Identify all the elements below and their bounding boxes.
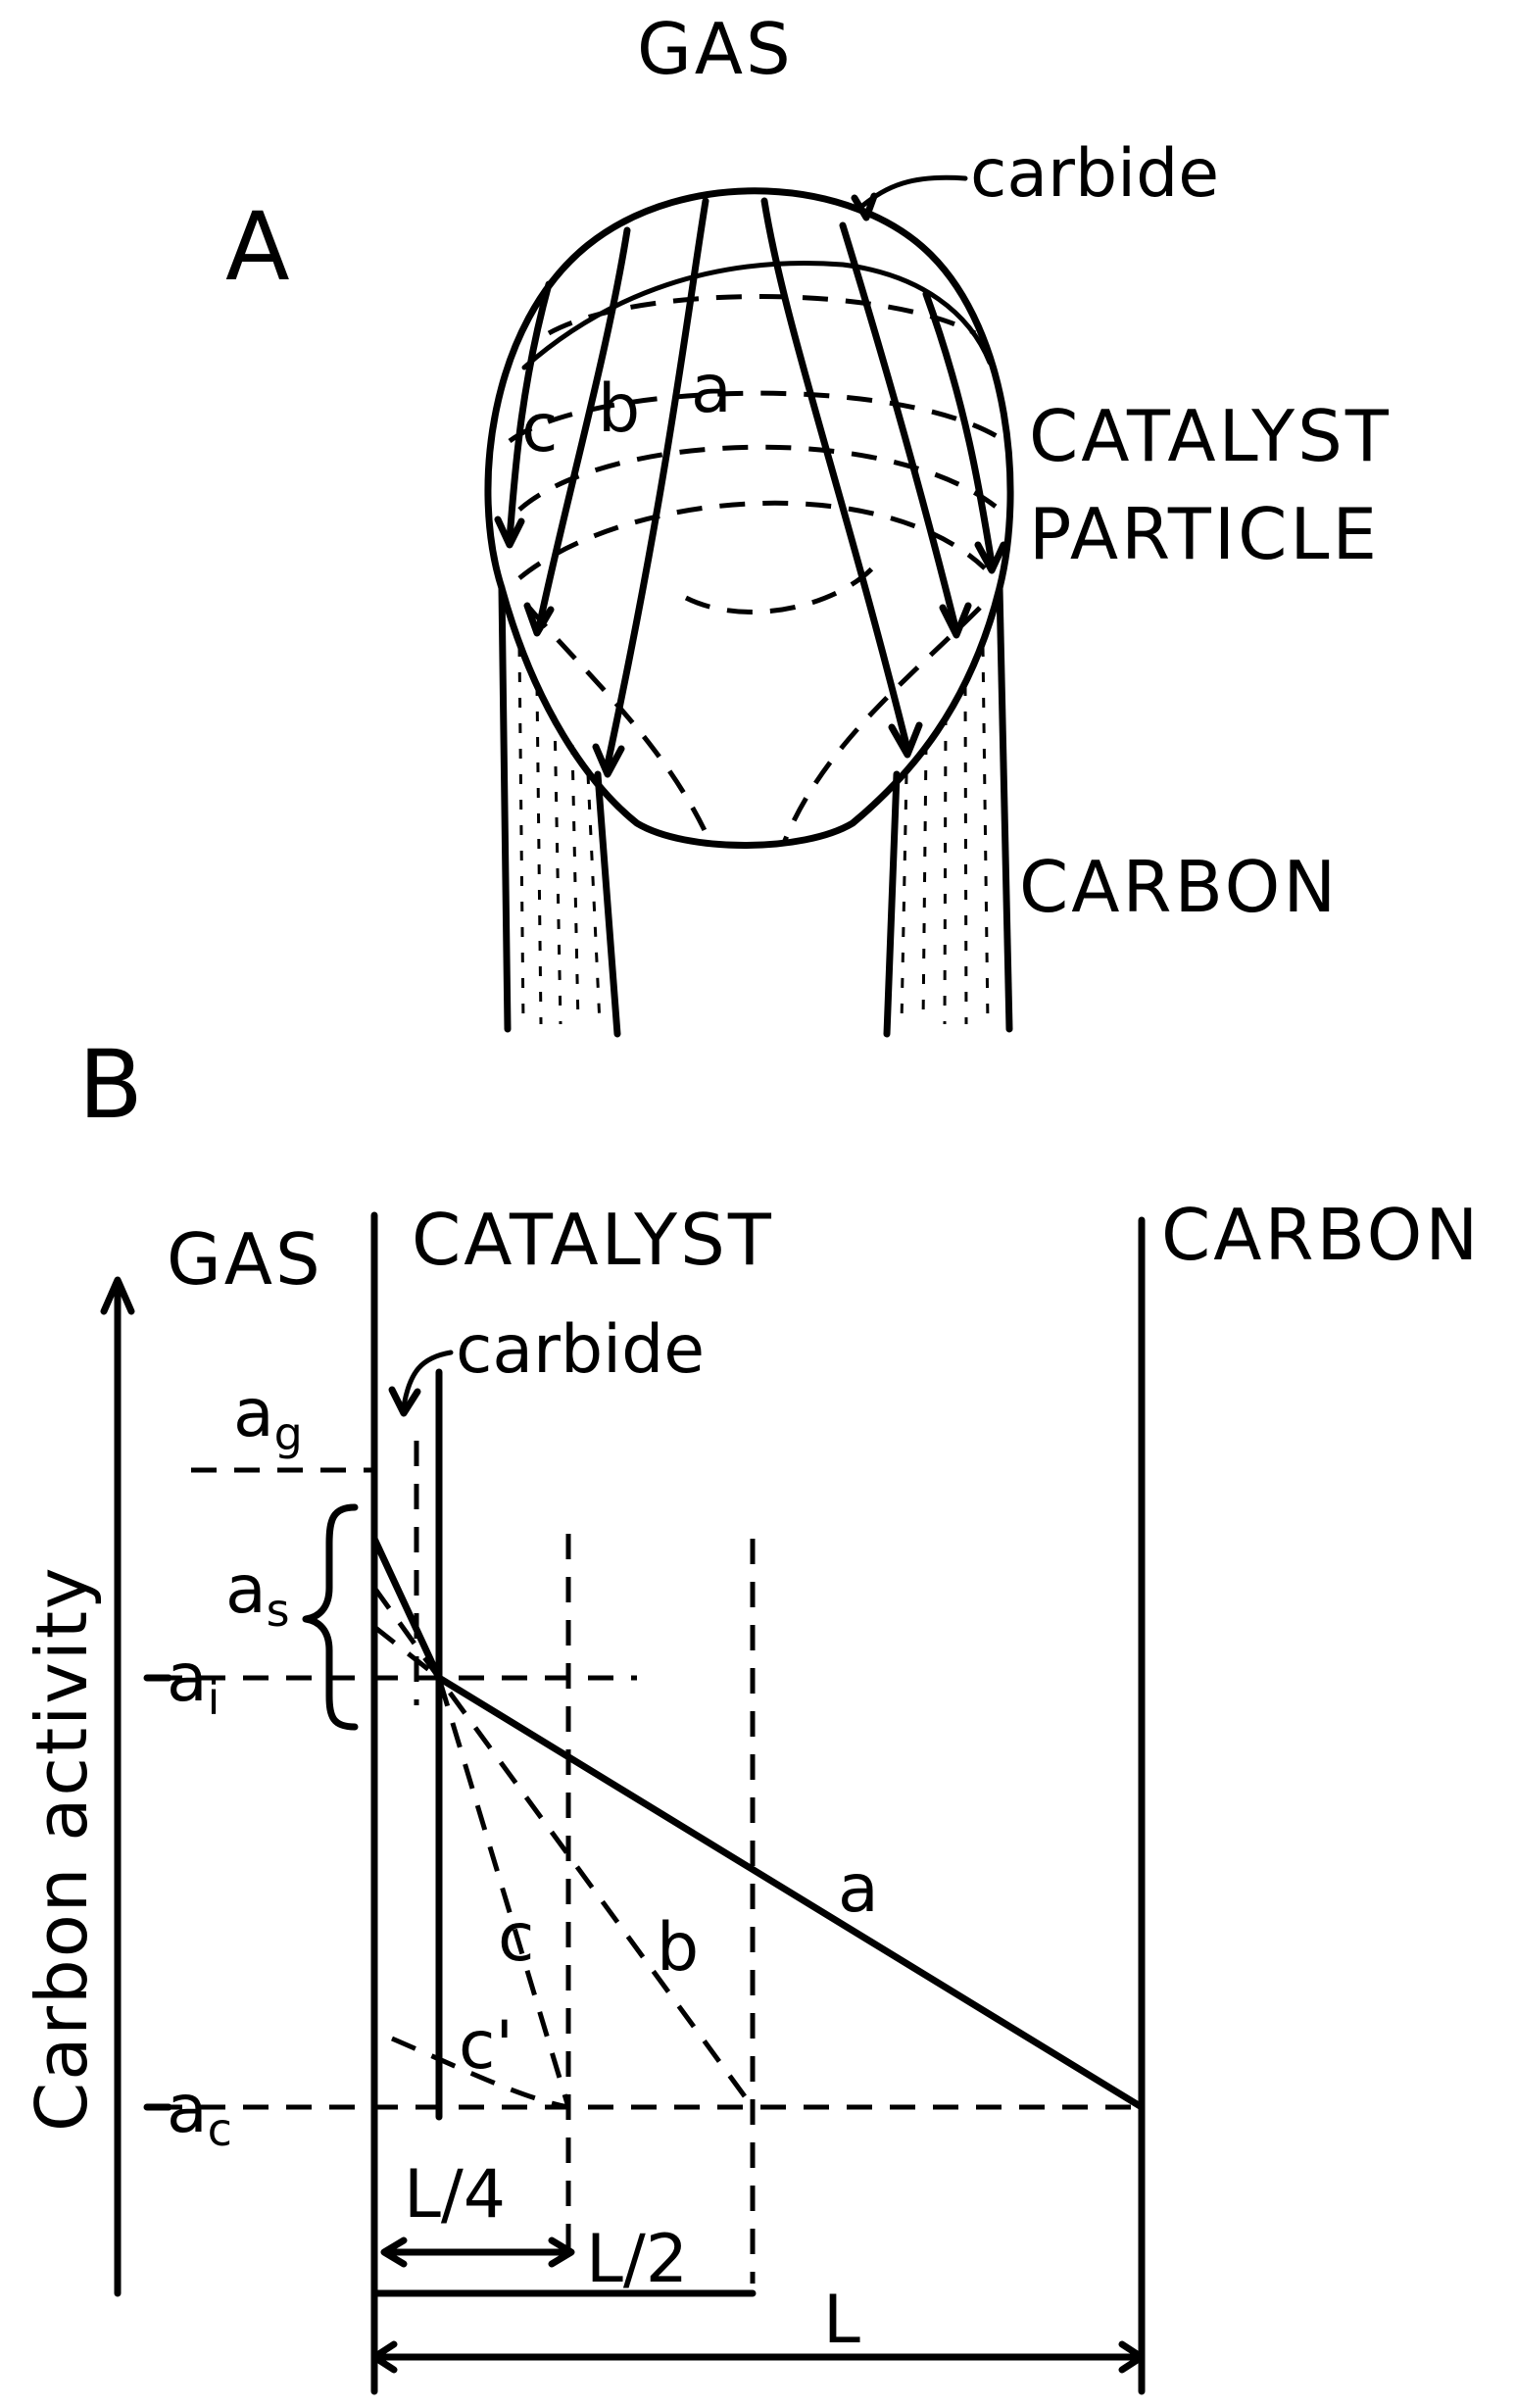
path-b-left <box>535 226 631 631</box>
panel-b-carbon-label: CARBON <box>1161 1194 1481 1276</box>
particle-isoconcentration-5 <box>684 566 874 614</box>
carbon-filament <box>498 584 1013 1038</box>
panel-a-letter: A <box>225 192 290 302</box>
profile-c-prime <box>391 2036 569 2110</box>
ai-label-subscript: i <box>208 1672 220 1725</box>
panel-a-catalyst-label-line2: PARTICLE <box>1029 493 1380 575</box>
as-label-base: a <box>225 1551 267 1629</box>
y-axis-arrowhead <box>100 1276 135 1315</box>
panel-a-carbon-label: CARBON <box>1019 846 1339 928</box>
panel-a-path-b-label: b <box>598 370 640 448</box>
profile-a-label: a <box>838 1850 879 1928</box>
full-dimension-label: L <box>823 2282 860 2359</box>
path-c-left <box>506 280 553 543</box>
panel-a-gas-label: GAS <box>637 8 794 90</box>
panel-a: A GAS carbide CATALYST PARTICLE CARBON <box>225 8 1392 1038</box>
full-dimension-arrow-left <box>370 2340 398 2374</box>
particle-isoconcentration-2 <box>508 390 1006 444</box>
filament-left-outer-wall <box>498 584 512 1033</box>
panel-a-path-a-label: a <box>691 351 732 428</box>
panel-b-gas-label: GAS <box>167 1218 323 1301</box>
profile-c-prime-label: c' <box>459 2007 513 2085</box>
path-a-left-arrowhead <box>592 743 625 778</box>
panel-a-carbide-label: carbide <box>970 135 1219 213</box>
particle-outline <box>484 187 1014 849</box>
as-brace <box>302 1503 359 1731</box>
ai-label: ai <box>167 1640 220 1725</box>
quarter-dimension-label: L/4 <box>404 2156 506 2234</box>
panel-a-catalyst-label-line1: CATALYST <box>1029 395 1392 477</box>
full-dimension-arrow-right <box>1118 2340 1146 2374</box>
diffusion-paths <box>494 197 1007 778</box>
path-c-right-arrowhead <box>974 541 1007 574</box>
path-a-left <box>604 197 709 768</box>
ai-label-base: a <box>167 1640 208 1717</box>
panel-a-path-c-label: c <box>521 390 558 467</box>
filament-left-fibers <box>517 646 602 1025</box>
quarter-dimension-arrow-right <box>548 2236 575 2268</box>
panel-b-carbide-leader <box>401 1350 454 1409</box>
path-a-right-arrowhead <box>888 721 923 759</box>
particle-streamline-left <box>527 606 713 845</box>
panel-b: B GAS CATALYST CARBON carbide Carbon act… <box>21 1030 1481 2395</box>
particle-isoconcentration-4 <box>517 500 987 580</box>
quarter-dimension-arrow-left <box>380 2236 408 2268</box>
path-a-right <box>760 197 910 749</box>
panel-b-carbide-arrowhead <box>388 1386 421 1417</box>
ac-label: ac <box>167 2071 232 2156</box>
profile-c-label: c <box>498 1899 534 1977</box>
path-b-right <box>839 221 959 631</box>
path-c-left-arrowhead <box>494 516 525 549</box>
ag-label-subscript: g <box>274 1407 303 1460</box>
y-axis-label: Carbon activity <box>21 1565 103 2132</box>
panel-b-catalyst-label: CATALYST <box>412 1199 774 1281</box>
filament-right-inner-wall <box>883 770 901 1038</box>
particle-isoconcentration-3 <box>517 444 1002 512</box>
as-label-subscript: s <box>267 1584 290 1637</box>
filament-right-outer-wall <box>996 584 1013 1033</box>
carbide-leader-line <box>859 174 968 209</box>
carbide-leader-arrowhead <box>851 192 878 221</box>
path-b-right-arrowhead <box>939 602 972 639</box>
filament-right-fibers <box>900 646 990 1025</box>
ac-label-base: a <box>167 2071 208 2148</box>
path-c-right <box>922 290 996 567</box>
panel-b-carbide-label: carbide <box>456 1311 705 1389</box>
ag-label: ag <box>233 1375 303 1460</box>
panel-b-letter: B <box>78 1030 143 1140</box>
ac-label-subscript: c <box>208 2103 232 2156</box>
half-dimension-label: L/2 <box>586 2221 688 2298</box>
as-label: as <box>225 1551 290 1637</box>
filament-left-inner-wall <box>594 770 621 1038</box>
profile-b <box>371 1586 756 2109</box>
particle-streamline-right <box>781 606 982 844</box>
profile-b-label: b <box>657 1909 699 1987</box>
particle-isoconcentration-1 <box>547 294 977 336</box>
path-b-left-arrowhead <box>523 602 555 637</box>
ag-label-base: a <box>233 1375 274 1452</box>
